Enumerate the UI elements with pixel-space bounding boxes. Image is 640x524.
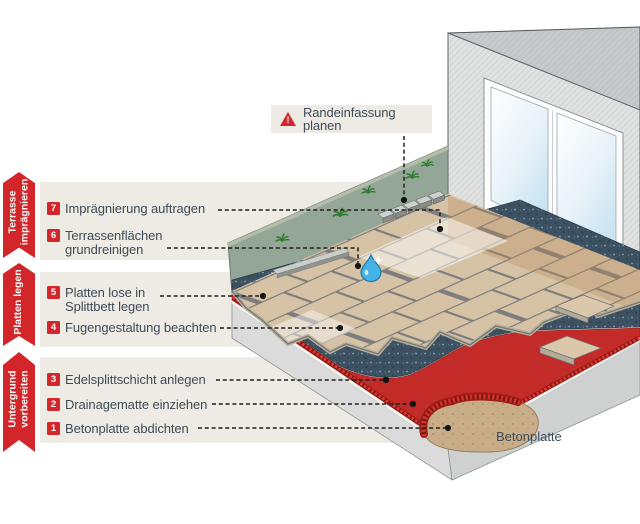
tile-field — [230, 194, 640, 357]
step-3: 3 Edelsplittschicht anlegen — [47, 373, 206, 387]
step-label: Imprägnierung auftragen — [65, 201, 206, 216]
phase-label: Untergrund vorbereiten — [6, 370, 30, 428]
impregnation-sheen — [358, 217, 508, 278]
step-number-badge: 5 — [47, 286, 60, 299]
leader-dots — [259, 196, 452, 432]
step-number-badge: 1 — [47, 422, 60, 435]
step-number-badge: 4 — [47, 321, 60, 334]
phase-label: Platten legen — [12, 269, 25, 335]
step-label: Fugengestaltung beachten — [65, 320, 217, 335]
step-number-badge: 6 — [47, 229, 60, 242]
leader-lines — [160, 136, 445, 429]
step-label: Drainagematte einziehen — [65, 397, 208, 412]
step-1: 1 Betonplatte abdichten — [47, 422, 189, 436]
step-number-badge: 3 — [47, 373, 60, 386]
step-number-badge: 7 — [47, 202, 60, 215]
step-label: Betonplatte abdichten — [65, 421, 189, 436]
step-number-badge: 2 — [47, 398, 60, 411]
edge-profile-strip — [272, 247, 350, 279]
phase-ribbon-untergrund-vorbereiten: Untergrund vorbereiten — [3, 352, 35, 452]
step-5: 5 Platten lose in Splittbett legen — [47, 285, 150, 314]
step-7: 7 Imprägnierung auftragen — [47, 202, 205, 216]
warning-triangle-icon: ! — [280, 112, 296, 126]
water-drop-icon — [360, 253, 383, 283]
step-label: Edelsplittschicht anlegen — [65, 372, 206, 387]
step-4: 4 Fugengestaltung beachten — [47, 321, 217, 335]
phase-ribbon-terrasse-impraegnieren: Terrasse imprägnieren — [3, 172, 35, 258]
warning-label: Randeinfassung planen — [303, 104, 396, 133]
sparkle-icon — [373, 256, 383, 265]
step-label: Platten lose in Splittbett legen — [65, 285, 150, 314]
tiles-near-door-shade — [448, 196, 640, 312]
step-6: 6 Terrassenflächen grundreinigen — [47, 228, 163, 257]
step-label: Terrassenflächen grundreinigen — [65, 228, 163, 257]
step-2: 2 Drainagematte einziehen — [47, 398, 207, 412]
warning-note: ! Randeinfassung planen — [271, 105, 432, 133]
loose-tiles — [539, 294, 615, 366]
phase-label: Terrasse imprägnieren — [6, 179, 30, 246]
concrete-slab-caption: Betonplatte — [496, 429, 562, 444]
sealed-slab-patch — [419, 392, 539, 453]
phase-ribbon-platten-legen: Platten legen — [3, 263, 35, 346]
